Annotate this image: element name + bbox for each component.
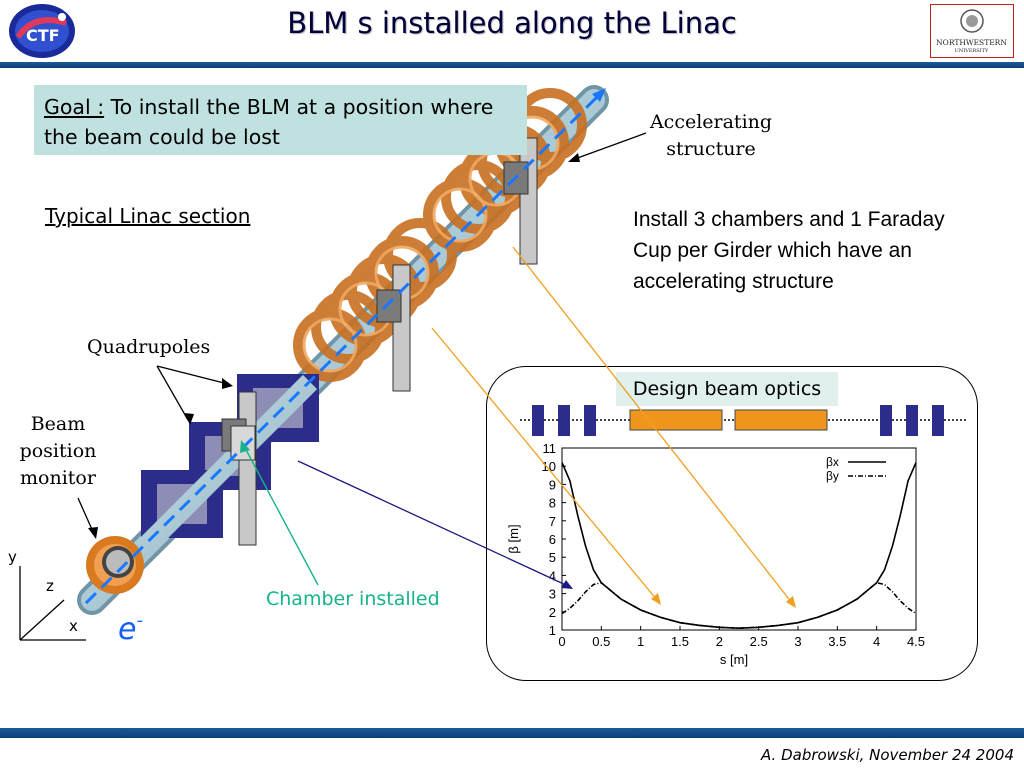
y-tick-label: 9 bbox=[549, 477, 556, 492]
x-tick-label: 2 bbox=[716, 634, 723, 649]
ctf-logo: CTF bbox=[4, 3, 78, 59]
y-tick-label: 8 bbox=[549, 496, 556, 511]
x-tick-label: 1.5 bbox=[671, 634, 689, 649]
typical-section-label: Typical Linac section bbox=[45, 204, 251, 228]
chamber-installed-label: Chamber installed bbox=[266, 588, 440, 610]
y-axis-label: β [m] bbox=[506, 524, 521, 553]
y-tick-label: 3 bbox=[549, 587, 556, 602]
x-tick-label: 4.5 bbox=[907, 634, 925, 649]
footer-credit: A. Dabrowski, November 24 2004 bbox=[761, 746, 1014, 764]
y-tick-label: 5 bbox=[549, 550, 556, 565]
y-tick-label: 1 bbox=[549, 623, 556, 638]
y-tick-label: 2 bbox=[549, 605, 556, 620]
y-tick-label: 11 bbox=[543, 441, 557, 456]
quadrupoles-label: Quadrupoles bbox=[87, 336, 211, 358]
y-tick-label: 10 bbox=[542, 459, 556, 474]
x-tick-label: 0 bbox=[558, 634, 565, 649]
x-tick-label: 4 bbox=[873, 634, 880, 649]
goal-label: Goal : bbox=[44, 95, 105, 119]
axis-z-label: z bbox=[46, 577, 54, 595]
electron-label: e- bbox=[118, 610, 143, 647]
electron-charge: - bbox=[136, 610, 143, 631]
footer-divider bbox=[0, 728, 1024, 738]
series-line-beta-x bbox=[561, 462, 917, 630]
northwestern-logo: NORTHWESTERN UNIVERSITY bbox=[930, 4, 1014, 58]
accelerating-structure-label: Accelerating structure bbox=[649, 111, 773, 160]
y-tick-label: 7 bbox=[549, 514, 556, 529]
svg-text:CTF: CTF bbox=[26, 26, 60, 45]
university-seal-icon bbox=[960, 9, 984, 33]
axis-triad bbox=[19, 566, 86, 641]
logo-name: NORTHWESTERN bbox=[936, 38, 1007, 47]
axis-y-label: y bbox=[8, 548, 17, 566]
lattice-layout bbox=[520, 405, 968, 436]
series-line-beta-y bbox=[561, 581, 917, 630]
page-title: BLM s installed along the Linac bbox=[287, 6, 737, 40]
beam-position-monitor bbox=[86, 536, 144, 594]
legend-label: βy bbox=[826, 469, 839, 483]
x-tick-label: 3 bbox=[794, 634, 801, 649]
x-tick-label: 1 bbox=[637, 634, 644, 649]
axis-x-label: x bbox=[69, 617, 78, 635]
beam-position-monitor-label: Beam position monitor bbox=[19, 413, 97, 489]
y-tick-label: 4 bbox=[549, 568, 556, 583]
x-tick-label: 0.5 bbox=[592, 634, 610, 649]
x-axis-label: s [m] bbox=[720, 652, 748, 667]
goal-box: Goal : To install the BLM at a position … bbox=[34, 85, 527, 155]
optics-title: Design beam optics bbox=[616, 372, 838, 406]
beta-function-chart: 0 0.5 1 1.5 2 2.5 3 3.5 4 4.5 1 2 3 4 5 6 7 8 9 10 11 s [m] β … bbox=[506, 441, 925, 667]
header-divider bbox=[0, 62, 1024, 68]
x-tick-label: 3.5 bbox=[828, 634, 846, 649]
goal-text: To install the BLM at a position where t… bbox=[44, 95, 494, 149]
install-note: Install 3 chambers and 1 Faraday Cup per… bbox=[633, 208, 945, 293]
legend-label: βx bbox=[826, 455, 839, 469]
y-tick-label: 6 bbox=[549, 532, 556, 547]
logo-sub: UNIVERSITY bbox=[954, 48, 989, 54]
electron-symbol: e bbox=[118, 612, 137, 647]
x-tick-label: 2.5 bbox=[750, 634, 768, 649]
